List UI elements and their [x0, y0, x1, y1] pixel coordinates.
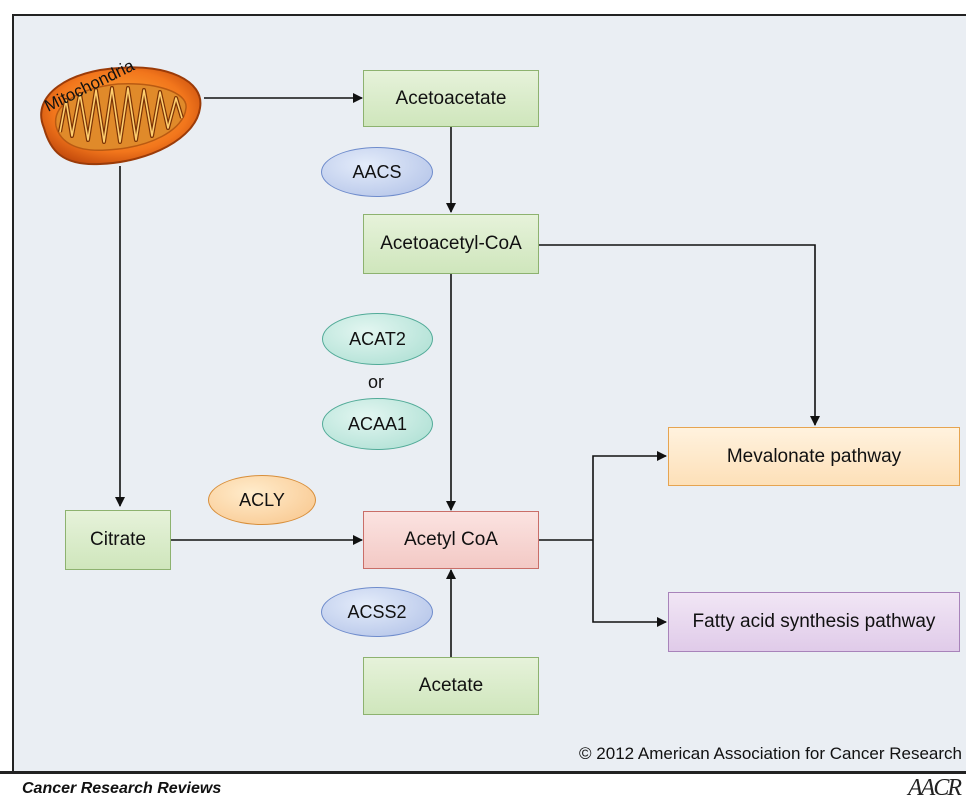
node-acetoacetyl-coa: Acetoacetyl-CoA [363, 214, 539, 274]
node-fatty-acid-synthesis-pathway: Fatty acid synthesis pathway [668, 592, 960, 652]
edge-acetylcoa-fattyacid [592, 540, 667, 627]
or-label: or [368, 372, 385, 392]
journal-name: Cancer Research Reviews [22, 780, 222, 797]
enzyme-acat2: ACAT2 [322, 313, 433, 365]
enzyme-aacs: AACS [321, 147, 433, 197]
node-acetoacetate: Acetoacetate [363, 70, 539, 127]
aacr-logo: AACR [908, 775, 962, 801]
mitochondria-icon [40, 66, 202, 166]
footer-divider [0, 771, 966, 774]
node-mevalonate-pathway: Mevalonate pathway [668, 427, 960, 486]
enzyme-acaa1: ACAA1 [322, 398, 433, 450]
node-acetyl-coa: Acetyl CoA [363, 511, 539, 569]
edge-acetylcoa-mevalonate [592, 451, 667, 540]
node-citrate: Citrate [65, 510, 171, 570]
node-acetate: Acetate [363, 657, 539, 715]
edge-acetoacetylcoa-mevalonate [538, 244, 820, 426]
enzyme-acly: ACLY [208, 475, 316, 525]
copyright-notice: © 2012 American Association for Cancer R… [579, 744, 962, 763]
enzyme-acss2: ACSS2 [321, 587, 433, 637]
